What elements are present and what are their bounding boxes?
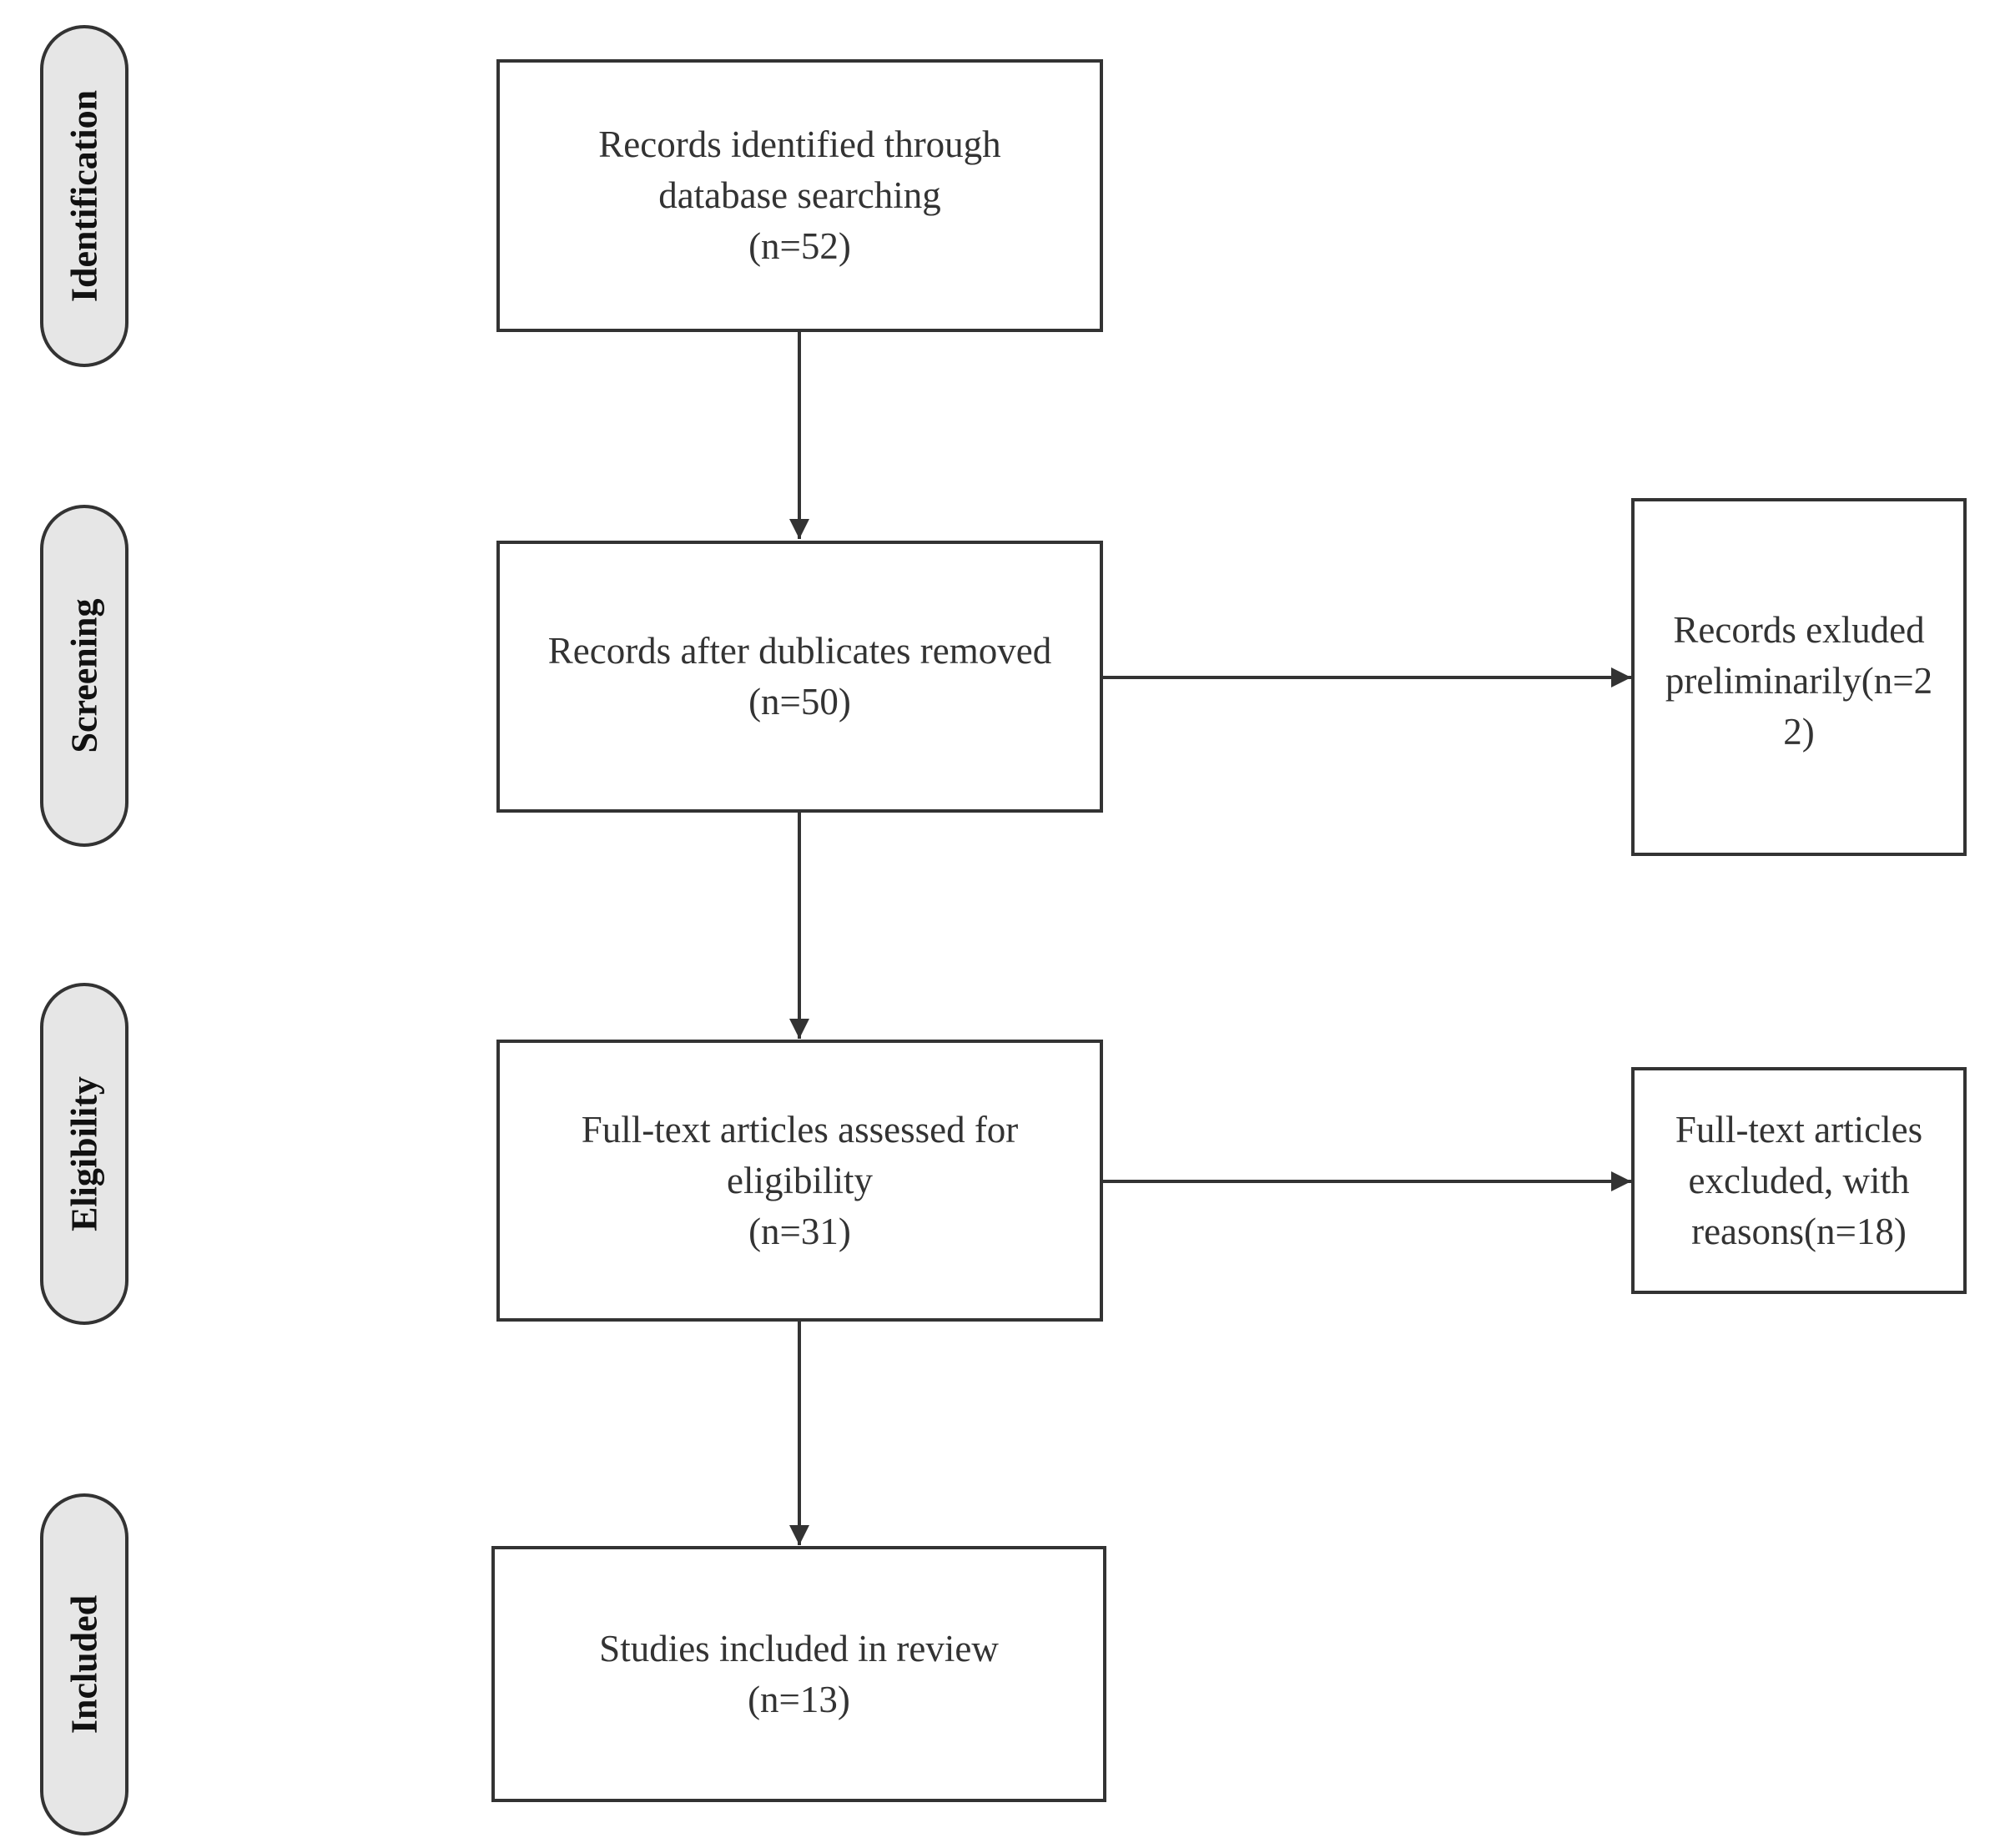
box-text-line: (n=50) <box>748 681 851 723</box>
box-text-line: Records after dublicates removed <box>547 630 1052 672</box>
box-text-line: Records identified through <box>598 123 1001 165</box>
box-records-excluded-preliminarily: Records exluded preliminarily(n=2 2) <box>1631 498 1967 856</box>
box-text-line: Studies included in review <box>599 1627 999 1669</box>
box-text-line: reasons(n=18) <box>1691 1210 1907 1252</box>
box-text-line: (n=31) <box>748 1210 851 1252</box>
box-text-line: Records exluded <box>1673 609 1925 651</box>
stage-screening: Screening <box>40 505 128 847</box>
box-text-line: database searching <box>658 174 941 216</box>
box-records-after-duplicates: Records after dublicates removed (n=50) <box>496 541 1103 813</box>
box-full-text-assessed: Full-text articles assessed for eligibil… <box>496 1040 1103 1322</box>
box-records-identified: Records identified through database sear… <box>496 59 1103 332</box>
box-text-line: Full-text articles assessed for <box>581 1108 1019 1151</box>
box-full-text-excluded: Full-text articles excluded, with reason… <box>1631 1067 1967 1294</box>
box-text-line: 2) <box>1783 711 1815 753</box>
box-studies-included: Studies included in review (n=13) <box>491 1546 1106 1802</box>
box-text-line: excluded, with <box>1688 1159 1910 1201</box>
stage-identification: Identification <box>40 25 128 367</box>
stage-included: Included <box>40 1493 128 1835</box>
box-text-line: preliminarily(n=2 <box>1665 660 1933 702</box>
stage-eligibility: Eligibility <box>40 983 128 1325</box>
box-text-line: (n=52) <box>748 225 851 267</box>
box-text-line: eligibility <box>727 1159 873 1201</box>
box-text-line: (n=13) <box>748 1678 850 1720</box>
box-text-line: Full-text articles <box>1675 1108 1923 1151</box>
